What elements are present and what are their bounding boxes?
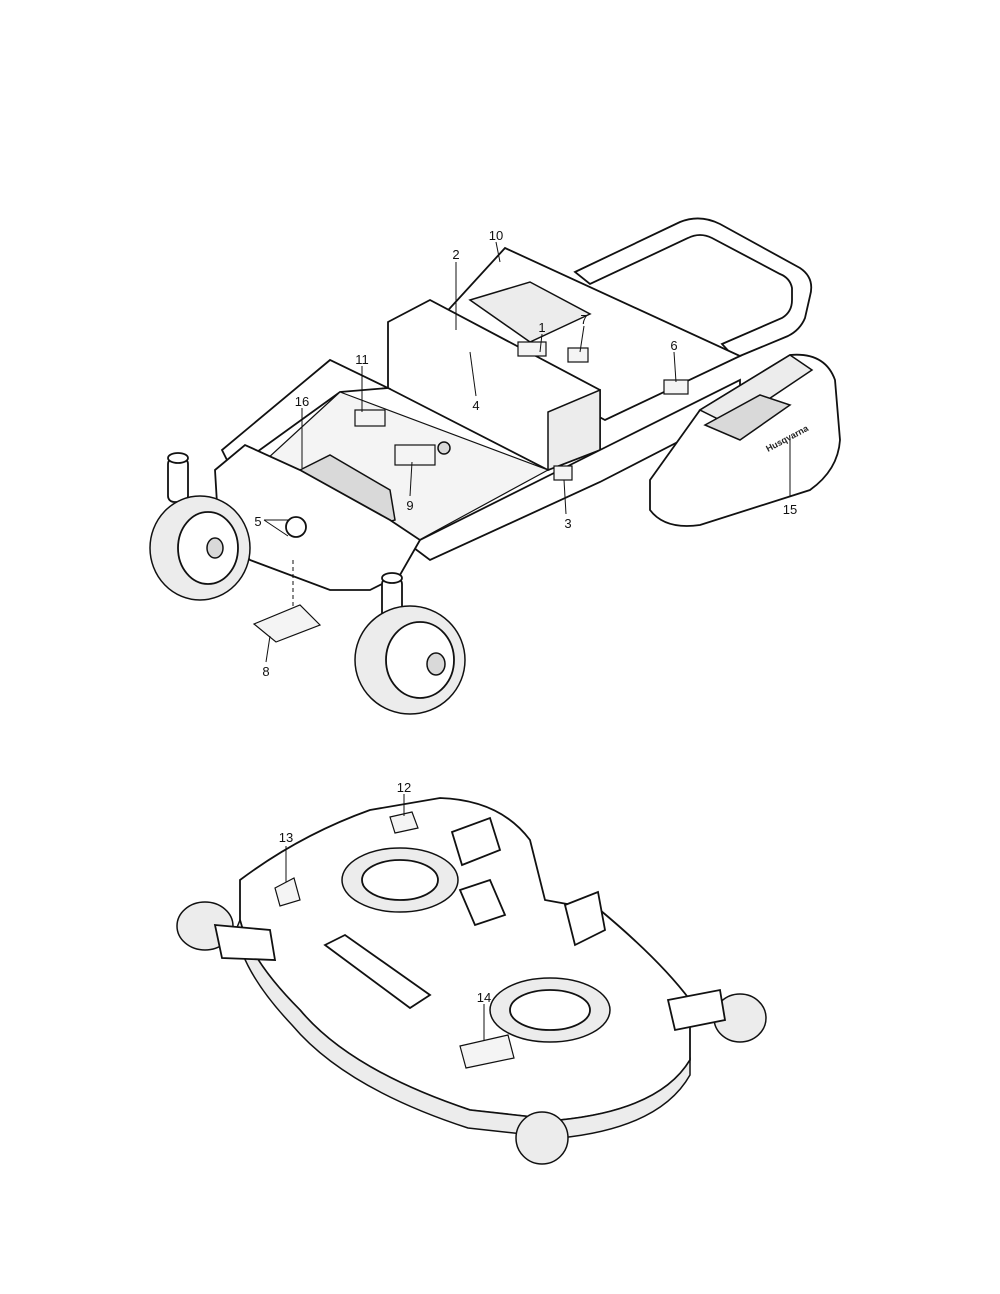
callout-16: 16 (295, 394, 309, 409)
callout-3: 3 (564, 516, 571, 531)
decal-9 (394, 444, 436, 466)
deck-bracket (450, 816, 502, 867)
seat-pan (468, 281, 592, 343)
deck-wheel-front (515, 1111, 569, 1165)
callout-15: 15 (783, 502, 797, 517)
callout-labels: 10 2 1 7 6 11 4 16 9 15 5 3 8 12 13 14 (254, 228, 797, 1005)
deck-skirt (235, 917, 691, 1139)
fender-cover: Husqvarna (649, 353, 841, 527)
mower-deck (176, 797, 767, 1165)
decal-8 (252, 604, 322, 643)
callout-9: 9 (406, 498, 413, 513)
callout-4: 4 (472, 398, 479, 413)
deck-bracket (323, 933, 432, 1010)
callout-1: 1 (538, 320, 545, 335)
logo-badge-5 (285, 516, 307, 538)
callout-6: 6 (670, 338, 677, 353)
callout-7: 7 (580, 312, 587, 327)
fender-cover-opening (703, 394, 792, 441)
decal-1 (517, 341, 547, 357)
callout-14: 14 (477, 990, 491, 1005)
console-side (547, 388, 601, 472)
callout-8: 8 (262, 664, 269, 679)
tractor-chassis (149, 217, 813, 715)
callout-11: 11 (355, 352, 369, 367)
deck-bracket (563, 890, 607, 947)
leader-lines (263, 241, 791, 1040)
decal-3 (553, 465, 573, 481)
rear-handle-bar (573, 217, 813, 360)
decal-12 (389, 811, 419, 834)
callout-5: 5 (254, 514, 261, 529)
callout-12: 12 (397, 780, 411, 795)
decal-13 (274, 877, 301, 907)
callout-2: 2 (452, 247, 459, 262)
decal-6 (663, 379, 689, 395)
fender-cover-body (649, 353, 841, 527)
callout-13: 13 (279, 830, 293, 845)
caster-post (167, 457, 189, 503)
callout-10: 10 (489, 228, 503, 243)
deck-bracket (458, 878, 507, 927)
decal-14 (459, 1034, 515, 1069)
front-right-caster (354, 572, 466, 715)
decal-7 (567, 347, 589, 363)
control-knob (437, 441, 451, 455)
front-left-caster (149, 452, 251, 601)
decal-11 (354, 409, 386, 427)
